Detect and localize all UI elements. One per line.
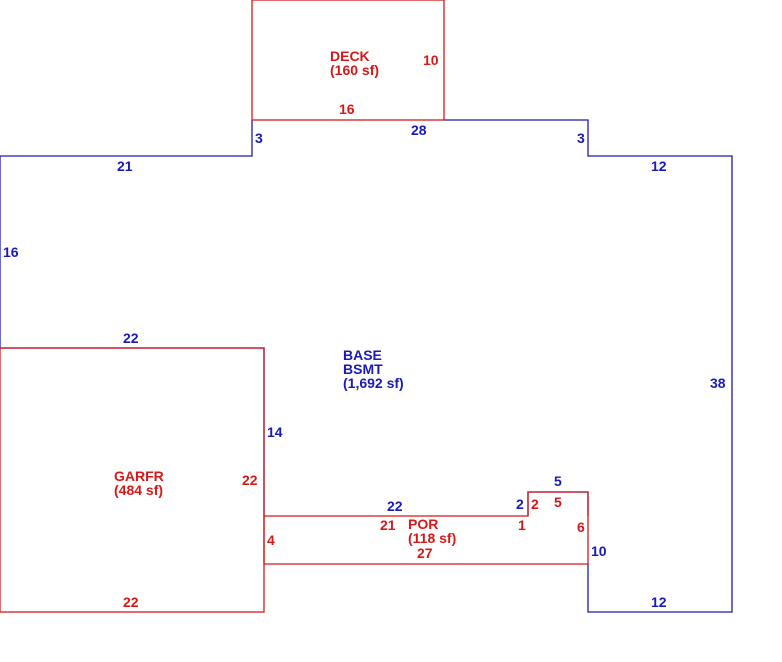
garage-outline (0, 347, 265, 613)
base-dim-notch-left: 2 (516, 496, 524, 512)
base-dim-step-left: 3 (255, 130, 263, 146)
base-dim-garage-right: 14 (267, 424, 283, 440)
porch-dim-left: 4 (267, 532, 275, 548)
garage-dim-bottom: 22 (123, 594, 139, 610)
base-dim-porch-top: 22 (387, 498, 403, 514)
deck-name: DECK (330, 48, 370, 64)
porch-dim-right: 6 (577, 519, 585, 535)
base-dim-bottom-right: 12 (651, 594, 667, 610)
base-name-1: BASE (343, 347, 382, 363)
porch-name: POR (408, 516, 438, 532)
base-dim-notch-top: 5 (554, 473, 562, 489)
base-dim-step-right: 3 (577, 130, 585, 146)
base-dim-top-left: 21 (117, 158, 133, 174)
porch-dim-notch-top: 5 (554, 494, 562, 510)
garage-name: GARFR (114, 468, 164, 484)
deck-size: (160 sf) (330, 62, 379, 78)
deck-dim-bottom: 16 (339, 101, 355, 117)
base-outline (444, 119, 733, 613)
base-dim-top-middle: 28 (411, 122, 427, 138)
garage-dim-right: 22 (242, 472, 258, 488)
base-dim-lower-right: 10 (591, 543, 607, 559)
porch-size: (118 sf) (408, 530, 456, 546)
porch-dim-notch-left: 2 (531, 496, 539, 512)
porch-dim-top: 21 (380, 517, 396, 533)
garage-size: (484 sf) (114, 482, 163, 498)
base-dim-mid-left: 22 (123, 330, 139, 346)
base-name-2: BSMT (343, 361, 383, 377)
base-dim-right: 38 (710, 375, 726, 391)
deck-outline (251, 0, 445, 121)
base-outline-left (0, 120, 265, 516)
base-size: (1,692 sf) (343, 375, 404, 391)
porch-dim-step: 1 (518, 517, 526, 533)
base-dim-top-right: 12 (651, 158, 667, 174)
porch-outline (263, 491, 589, 565)
deck-dim-right: 10 (423, 52, 439, 68)
porch-dim-bottom: 27 (417, 545, 433, 561)
base-dim-left: 16 (3, 244, 19, 260)
